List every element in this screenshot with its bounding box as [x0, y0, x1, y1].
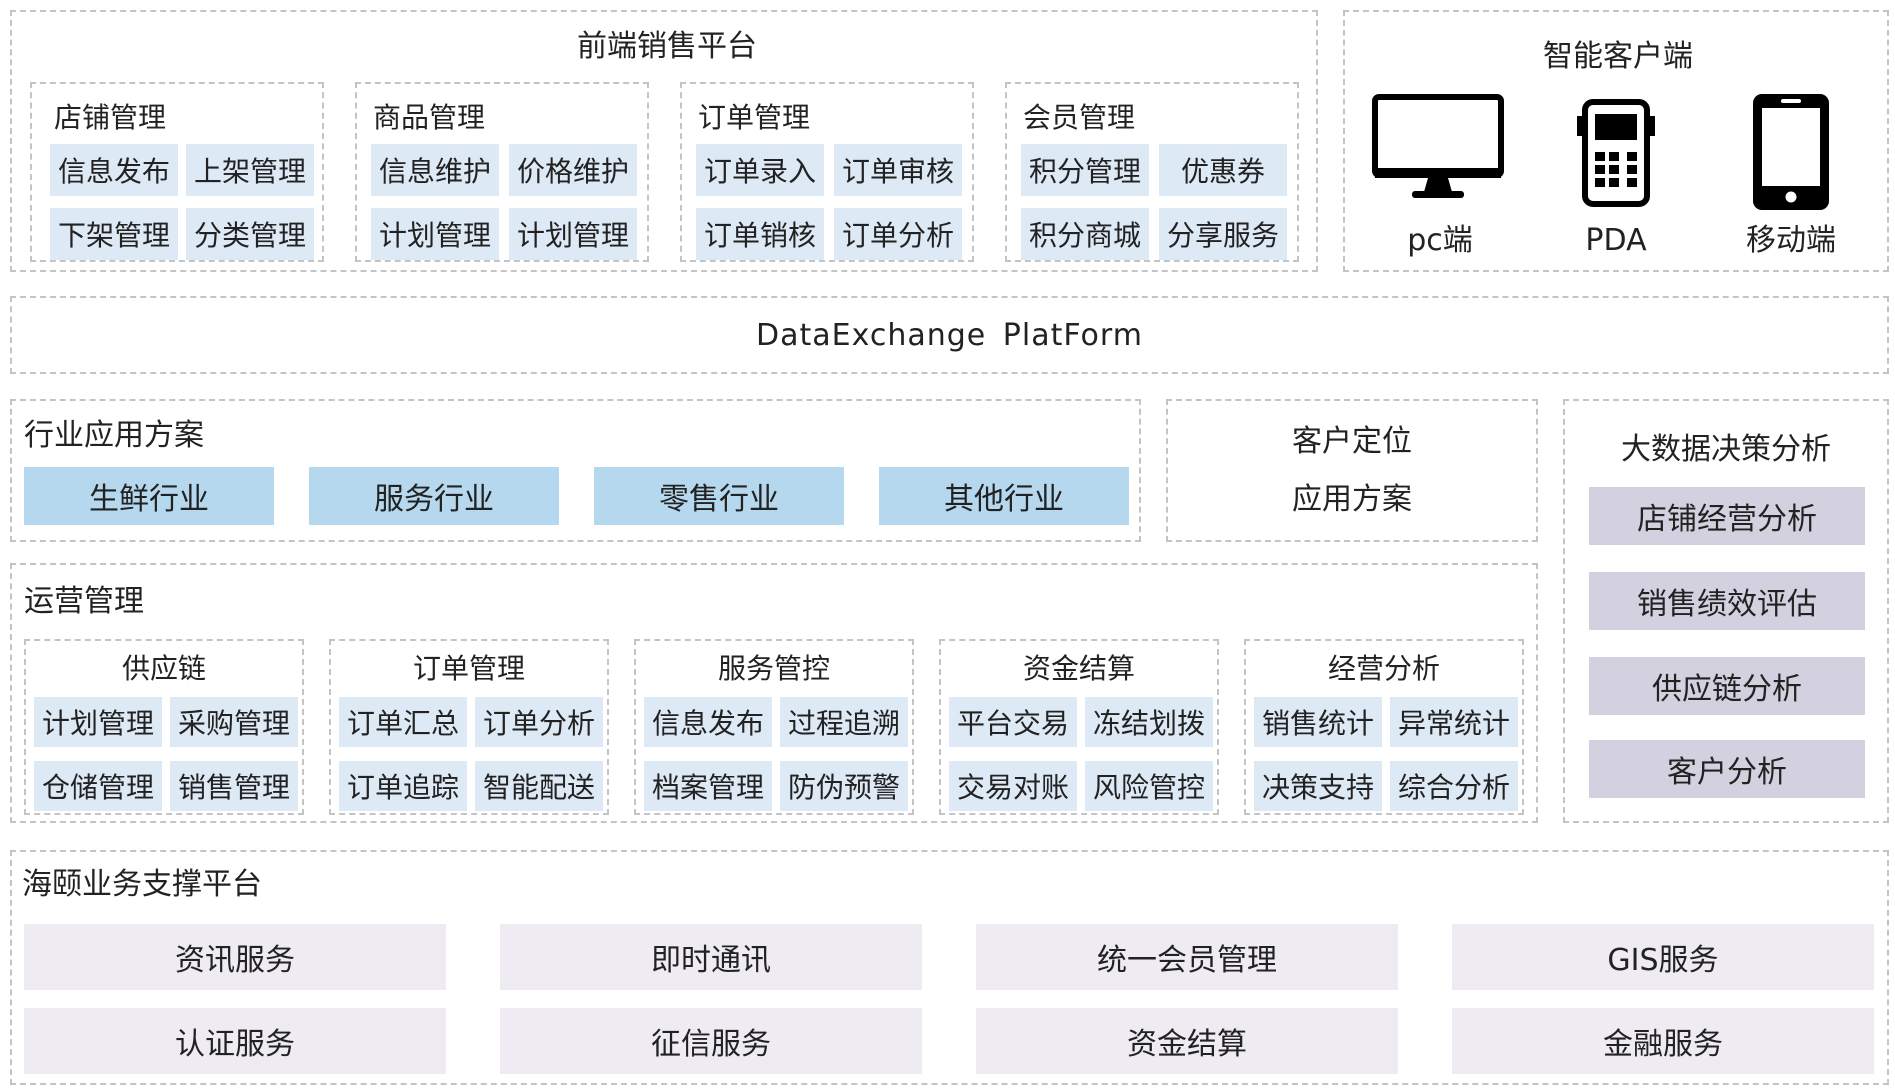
front-platform-title: 前端销售平台	[577, 29, 757, 64]
bigdata-item[interactable]: 店铺经营分析	[1589, 487, 1865, 545]
front-group-order: 订单管理 订单录入 订单审核 订单销核 订单分析	[680, 82, 974, 262]
operations-management: 运营管理 供应链 计划管理 采购管理 仓储管理 销售管理 订单管理 订单汇总 订…	[10, 563, 1538, 823]
monitor-icon	[1372, 94, 1504, 202]
support-item[interactable]: 资讯服务	[24, 924, 446, 990]
support-title: 海颐业务支撑平台	[22, 867, 262, 902]
bigdata-decision-analysis: 大数据决策分析 店铺经营分析 销售绩效评估 供应链分析 客户分析	[1563, 399, 1889, 823]
front-cell[interactable]: 优惠券	[1159, 144, 1287, 196]
support-item[interactable]: 即时通讯	[500, 924, 922, 990]
front-group-title: 订单管理	[698, 101, 811, 134]
front-cell[interactable]: 分类管理	[186, 208, 314, 260]
ops-group-title: 资金结算	[1022, 652, 1135, 685]
front-cell[interactable]: 订单审核	[834, 144, 962, 196]
device-label: PDA	[1585, 223, 1647, 258]
exchange-label: DataExchange PlatForm	[756, 318, 1143, 353]
front-cell[interactable]: 计划管理	[371, 208, 499, 260]
industry-item[interactable]: 其他行业	[879, 467, 1129, 525]
front-cell[interactable]: 计划管理	[509, 208, 637, 260]
clients-title: 智能客户端	[1543, 39, 1693, 74]
mobile-phone-icon	[1753, 94, 1829, 210]
ops-group-title: 服务管控	[717, 652, 830, 685]
customer-positioning: 客户定位 应用方案	[1166, 399, 1538, 542]
ops-cell[interactable]: 订单分析	[475, 697, 603, 747]
data-exchange-platform: DataExchange PlatForm	[10, 296, 1889, 374]
bigdata-item[interactable]: 客户分析	[1589, 740, 1865, 798]
front-cell[interactable]: 订单销核	[696, 208, 824, 260]
front-group-member: 会员管理 积分管理 优惠券 积分商城 分享服务	[1005, 82, 1299, 262]
ops-cell[interactable]: 档案管理	[644, 761, 772, 811]
ops-cell[interactable]: 采购管理	[170, 697, 298, 747]
support-item[interactable]: 金融服务	[1452, 1008, 1874, 1074]
front-group-product: 商品管理 信息维护 价格维护 计划管理 计划管理	[355, 82, 649, 262]
front-cell[interactable]: 分享服务	[1159, 208, 1287, 260]
ops-group-business-analysis: 经营分析 销售统计 异常统计 决策支持 综合分析	[1244, 639, 1524, 815]
customer-line2: 应用方案	[1292, 482, 1412, 517]
ops-group-title: 经营分析	[1327, 652, 1440, 685]
front-sales-platform: 前端销售平台 店铺管理 信息发布 上架管理 下架管理 分类管理 商品管理 信息维…	[10, 10, 1318, 272]
ops-cell[interactable]: 平台交易	[949, 697, 1077, 747]
support-item[interactable]: 认证服务	[24, 1008, 446, 1074]
bigdata-title: 大数据决策分析	[1621, 432, 1831, 467]
front-cell[interactable]: 下架管理	[50, 208, 178, 260]
ops-cell[interactable]: 智能配送	[475, 761, 603, 811]
ops-cell[interactable]: 信息发布	[644, 697, 772, 747]
front-cell[interactable]: 上架管理	[186, 144, 314, 196]
industry-item[interactable]: 服务行业	[309, 467, 559, 525]
front-cell[interactable]: 积分管理	[1021, 144, 1149, 196]
smart-clients: 智能客户端 pc端 PDA	[1343, 10, 1889, 272]
ops-cell[interactable]: 计划管理	[34, 697, 162, 747]
device-label: pc端	[1407, 223, 1473, 258]
ops-cell[interactable]: 订单汇总	[339, 697, 467, 747]
support-item[interactable]: 统一会员管理	[976, 924, 1398, 990]
ops-cell[interactable]: 综合分析	[1390, 761, 1518, 811]
device-label: 移动端	[1746, 223, 1836, 258]
industry-item[interactable]: 生鲜行业	[24, 467, 274, 525]
support-item[interactable]: 征信服务	[500, 1008, 922, 1074]
ops-cell[interactable]: 交易对账	[949, 761, 1077, 811]
ops-cell[interactable]: 异常统计	[1390, 697, 1518, 747]
front-group-store: 店铺管理 信息发布 上架管理 下架管理 分类管理	[30, 82, 324, 262]
front-group-title: 会员管理	[1023, 101, 1136, 134]
ops-title: 运营管理	[24, 584, 144, 619]
ops-cell[interactable]: 仓储管理	[34, 761, 162, 811]
industry-item[interactable]: 零售行业	[594, 467, 844, 525]
front-cell[interactable]: 订单分析	[834, 208, 962, 260]
ops-cell[interactable]: 风险管控	[1085, 761, 1213, 811]
ops-cell[interactable]: 过程追溯	[780, 697, 908, 747]
pda-icon	[1577, 98, 1655, 208]
front-cell[interactable]: 信息发布	[50, 144, 178, 196]
ops-group-service-control: 服务管控 信息发布 过程追溯 档案管理 防伪预警	[634, 639, 914, 815]
bigdata-item[interactable]: 供应链分析	[1589, 657, 1865, 715]
bigdata-item[interactable]: 销售绩效评估	[1589, 572, 1865, 630]
ops-group-title: 订单管理	[412, 652, 525, 685]
business-support-platform: 海颐业务支撑平台 资讯服务 即时通讯 统一会员管理 GIS服务 认证服务 征信服…	[10, 850, 1889, 1085]
support-item[interactable]: 资金结算	[976, 1008, 1398, 1074]
industry-solutions: 行业应用方案 生鲜行业 服务行业 零售行业 其他行业	[10, 399, 1141, 542]
support-item[interactable]: GIS服务	[1452, 924, 1874, 990]
ops-group-order: 订单管理 订单汇总 订单分析 订单追踪 智能配送	[329, 639, 609, 815]
front-cell[interactable]: 价格维护	[509, 144, 637, 196]
ops-cell[interactable]: 防伪预警	[780, 761, 908, 811]
front-cell[interactable]: 积分商城	[1021, 208, 1149, 260]
ops-cell[interactable]: 冻结划拨	[1085, 697, 1213, 747]
ops-group-fund-settlement: 资金结算 平台交易 冻结划拨 交易对账 风险管控	[939, 639, 1219, 815]
industry-title: 行业应用方案	[24, 418, 204, 453]
ops-cell[interactable]: 决策支持	[1254, 761, 1382, 811]
ops-cell[interactable]: 销售管理	[170, 761, 298, 811]
front-cell[interactable]: 订单录入	[696, 144, 824, 196]
ops-group-supply-chain: 供应链 计划管理 采购管理 仓储管理 销售管理	[24, 639, 304, 815]
ops-cell[interactable]: 订单追踪	[339, 761, 467, 811]
ops-cell[interactable]: 销售统计	[1254, 697, 1382, 747]
customer-line1: 客户定位	[1292, 424, 1412, 459]
front-cell[interactable]: 信息维护	[371, 144, 499, 196]
front-group-title: 商品管理	[373, 101, 486, 134]
front-group-title: 店铺管理	[54, 101, 167, 134]
ops-group-title: 供应链	[121, 652, 206, 685]
